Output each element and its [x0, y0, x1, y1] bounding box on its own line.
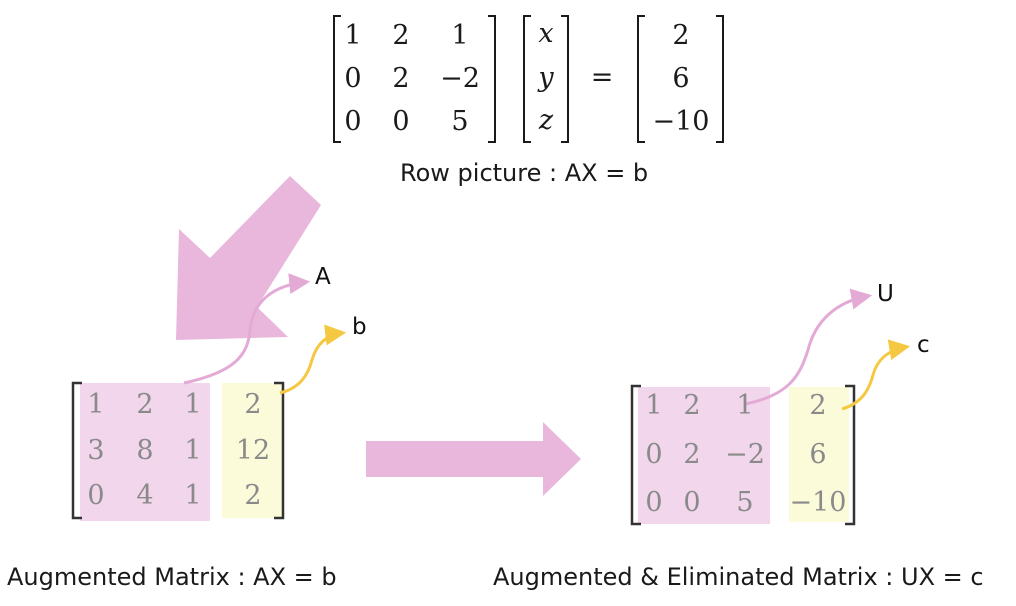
eliminated-brackets: [630, 384, 856, 526]
top-A-cell: −2: [440, 63, 480, 94]
top-A-cell: 2: [392, 20, 410, 51]
aug-coeff-cell: 0: [87, 480, 105, 511]
augmented-coeff-highlight: [80, 383, 210, 521]
right-arrow: [366, 422, 581, 496]
aug-coeff-cell: 1: [184, 480, 202, 511]
curve-to-A: [183, 273, 311, 385]
elim-rhs-cell: −10: [789, 487, 847, 518]
top-x-var: x: [538, 18, 554, 49]
elim-coeff-cell: 0: [645, 439, 663, 470]
elim-coeff-cell: −2: [725, 439, 765, 470]
aug-coeff-cell: 1: [87, 389, 105, 420]
label-U: U: [877, 281, 894, 307]
top-A-cell: 2: [392, 63, 410, 94]
aug-coeff-cell: 8: [136, 435, 154, 466]
top-A-cell: 1: [344, 20, 362, 51]
aug-coeff-cell: 2: [136, 389, 154, 420]
elim-coeff-cell: 1: [736, 390, 754, 421]
augmented-caption: Augmented Matrix : AX = b: [7, 563, 337, 591]
aug-coeff-cell: 3: [87, 435, 105, 466]
aug-coeff-cell: 1: [184, 435, 202, 466]
elim-coeff-cell: 2: [683, 390, 701, 421]
elim-coeff-cell: 5: [736, 487, 754, 518]
eliminated-rhs-highlight: [789, 387, 849, 522]
top-vector-b-brackets: [637, 15, 724, 143]
equals-sign: =: [590, 62, 614, 93]
elim-rhs-cell: 2: [809, 390, 827, 421]
top-A-cell: 5: [451, 106, 469, 137]
label-A: A: [315, 264, 331, 290]
augmented-brackets: [71, 381, 285, 520]
top-matrix-A-brackets: [333, 15, 496, 143]
top-b-cell: −10: [652, 106, 710, 137]
curve-to-c: [841, 339, 911, 411]
eliminated-coeff-highlight: [638, 387, 770, 524]
row-picture-caption: Row picture : AX = b: [400, 159, 649, 187]
elim-coeff-cell: 1: [645, 390, 663, 421]
top-b-cell: 2: [672, 20, 690, 51]
aug-coeff-cell: 4: [136, 480, 154, 511]
aug-rhs-cell: 12: [235, 435, 271, 466]
augmented-rhs-highlight: [222, 383, 284, 518]
diagonal-arrow: [176, 176, 321, 340]
eliminated-caption: Augmented & Eliminated Matrix : UX = c: [493, 563, 984, 591]
top-z-var: z: [538, 105, 554, 136]
top-A-cell: 1: [451, 20, 469, 51]
label-b: b: [352, 314, 367, 340]
elim-coeff-cell: 0: [645, 487, 663, 518]
aug-coeff-cell: 1: [184, 389, 202, 420]
top-A-cell: 0: [392, 106, 410, 137]
aug-rhs-cell: 2: [244, 389, 262, 420]
curve-to-U: [744, 288, 873, 406]
top-A-cell: 0: [344, 63, 362, 94]
elim-coeff-cell: 0: [683, 487, 701, 518]
top-vector-x-brackets: [523, 15, 569, 143]
curve-to-b: [279, 324, 347, 395]
top-b-cell: 6: [672, 63, 690, 94]
aug-rhs-cell: 2: [244, 480, 262, 511]
top-A-cell: 0: [344, 106, 362, 137]
top-y-var: y: [538, 62, 554, 93]
elim-coeff-cell: 2: [683, 439, 701, 470]
label-c: c: [917, 332, 930, 358]
elim-rhs-cell: 6: [809, 439, 827, 470]
